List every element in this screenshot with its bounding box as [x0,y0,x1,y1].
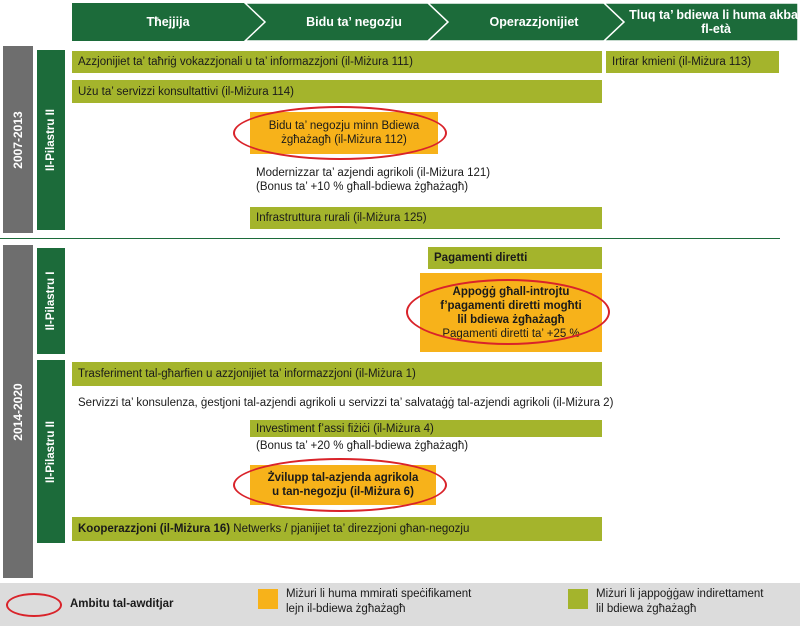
stage-arrow-1 [72,3,265,41]
period-label: 2014-2020 [11,382,25,441]
measure-16-rest: Netwerks / pjanijiet ta’ direzzjoni għan… [230,523,470,535]
direct-payments: Pagamenti diretti [428,247,602,269]
measure-125: Infrastruttura rurali (il-Miżura 125) [250,207,602,229]
pillar-ii-2014: Il-Pilastru II [37,360,65,543]
period-2014-2020: 2014-2020 [3,245,33,578]
pillar-i-2014: Il-Pilastru I [37,248,65,354]
legend-orange-line2: lejn il-bdiewa żgħażagħ [286,603,406,615]
measure-16-bold: Kooperazzjoni (il-Miżura 16) [78,523,231,535]
legend-green-line1: Miżuri li jappoġġaw indirettament [596,588,764,600]
pillar-label: Il-Pilastru II [45,420,57,483]
measure-121-line1: Modernizzar ta’ azjendi agrikoli (il-Miż… [256,167,491,179]
measure-4: Investiment f’assi fiżiċi (il-Miżura 4) … [250,420,602,458]
period-divider [0,238,780,239]
legend-scope-label: Ambitu tal-awditjar [70,598,174,610]
measure-111: Azzjonijiet ta’ taħriġ vokazzjonali u ta… [72,51,602,73]
measure-1: Trasferiment tal-għarfien u azzjonijiet … [72,362,602,386]
stage-label-1: Tħejjija [146,15,190,29]
audit-scope-ellipse-6 [233,458,447,512]
stage-arrows [72,2,799,42]
measure-121: Modernizzar ta’ azjendi agrikoli (il-Miż… [256,166,601,194]
period-2007-2013: 2007-2013 [3,46,33,233]
pillar-label: Il-Pilastru II [45,109,57,171]
stage-label-3: Operazzjonijiet [489,15,579,29]
legend-green-label: Miżuri li jappoġġaw indirettament lil bd… [596,587,763,617]
pillar-ii-2007: Il-Pilastru II [37,50,65,230]
legend-scope-ellipse [6,593,62,617]
measure-4-line2: (Bonus ta’ +20 % għall-bdiewa żgħażagħ) [256,440,469,452]
period-label: 2007-2013 [11,110,25,169]
legend: Ambitu tal-awditjar Miżuri li huma mmira… [0,583,800,626]
legend-orange-label: Miżuri li huma mmirati speċifikament lej… [286,587,471,617]
measure-2: Servizzi ta’ konsulenza, ġestjoni tal-az… [78,397,614,409]
measure-121-line2: (Bonus ta’ +10 % għall-bdiewa żgħażagħ) [256,181,469,193]
audit-scope-ellipse-112 [233,106,447,160]
stage-label-4: Tluq ta’ bdiewa li huma akbar fl-età [629,8,800,36]
audit-scope-ellipse-support [406,279,610,345]
stage-label-2: Bidu ta’ negozju [306,15,402,29]
measure-4-line1: Investiment f’assi fiżiċi (il-Miżura 4) [250,420,602,437]
measure-114: Użu ta’ servizzi konsultattivi (il-Miżur… [72,80,602,103]
measure-16: Kooperazzjoni (il-Miżura 16) Netwerks / … [72,517,602,541]
pillar-label: Il-Pilastru I [45,271,57,331]
legend-orange-line1: Miżuri li huma mmirati speċifikament [286,588,472,600]
measure-113: Irtirar kmieni (il-Miżura 113) [606,51,779,73]
stage-arrow-4 [602,2,799,42]
legend-green-swatch [568,589,588,609]
legend-orange-swatch [258,589,278,609]
legend-green-line2: lil bdiewa żgħażagħ [596,603,697,615]
